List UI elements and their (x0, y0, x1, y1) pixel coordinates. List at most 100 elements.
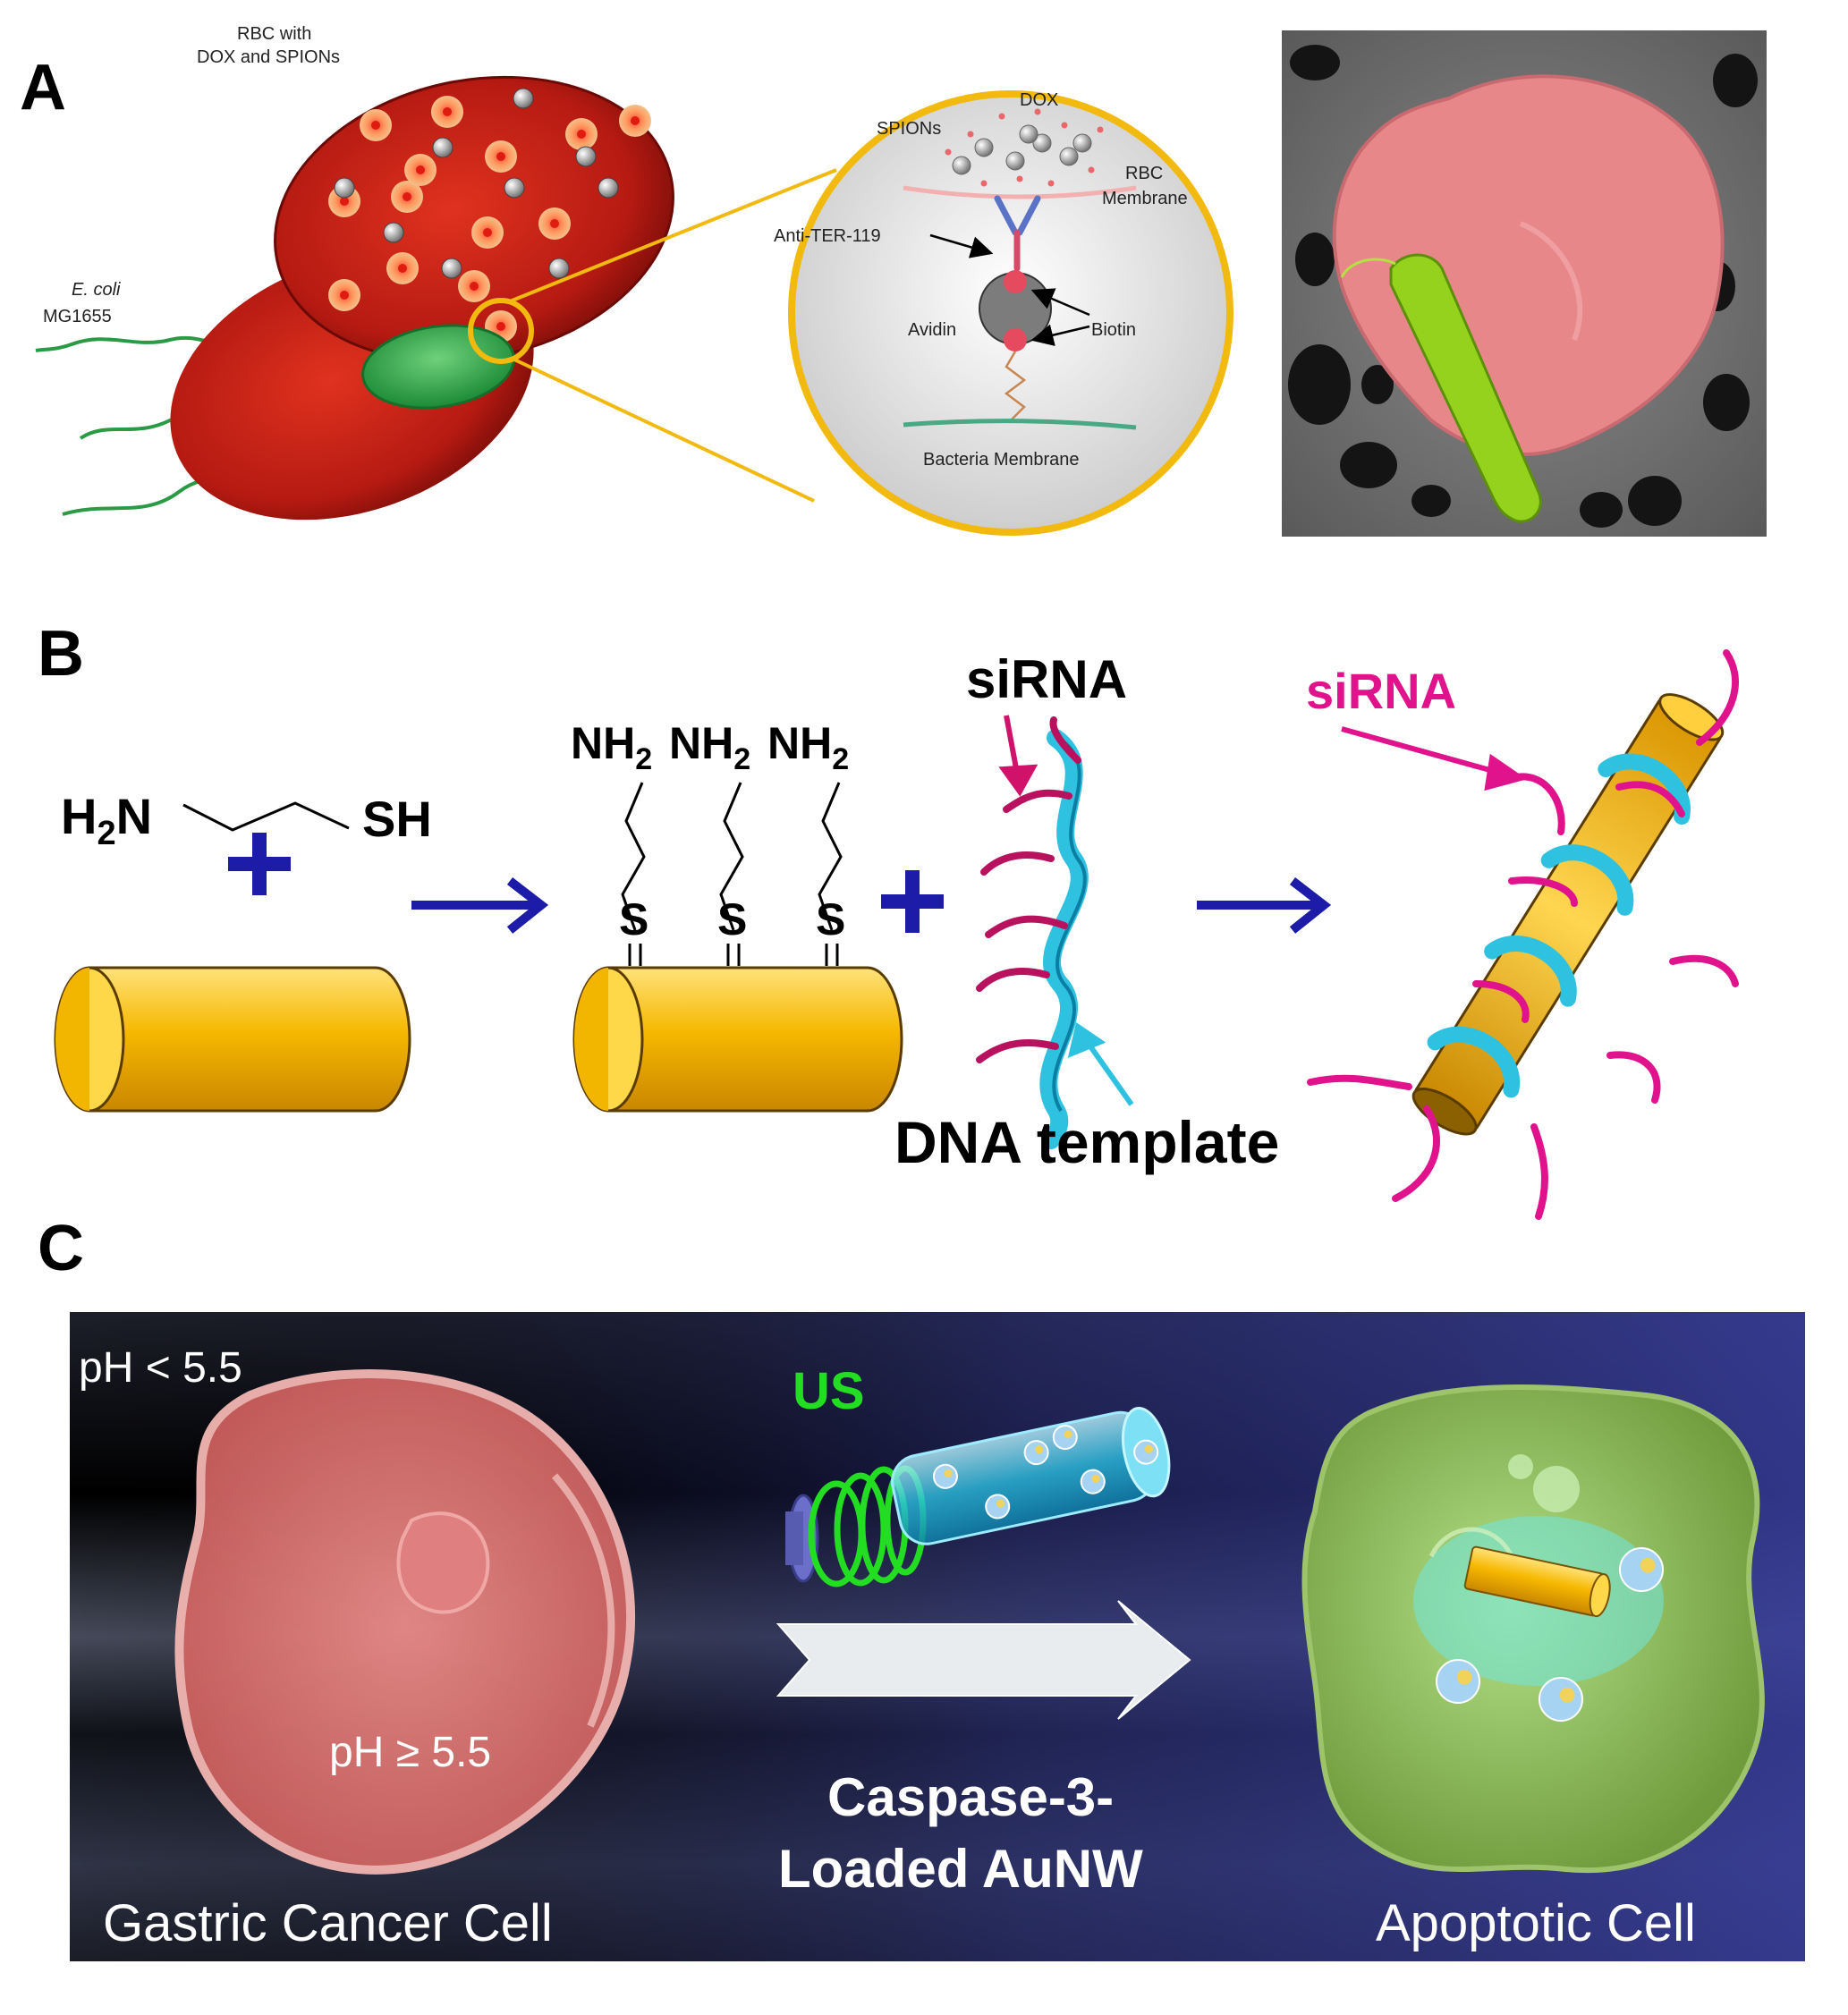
biotin-top (1004, 270, 1027, 293)
inset-rbc-membrane-1: RBC (1125, 164, 1163, 183)
sirna-strand (1049, 716, 1081, 764)
biotin-bottom (1004, 328, 1027, 351)
ultrasound-label: US (793, 1362, 865, 1420)
dox-core (577, 130, 586, 139)
sirna-tail (1472, 980, 1530, 1023)
panel-b-letter: B (38, 618, 84, 690)
inset-spions: SPIONs (877, 119, 941, 139)
dox-core (398, 264, 407, 273)
sirna-strand (976, 1038, 1059, 1063)
inset-bacteria-membrane: Bacteria Membrane (923, 450, 1080, 470)
dox-core (496, 322, 505, 331)
sirna-loaded-nanowire (1307, 649, 1739, 1220)
ligand-chain (719, 782, 744, 931)
caspase-core (1640, 1557, 1656, 1573)
gold-nanowire-1 (54, 966, 411, 1113)
inset-zoom: DOX SPIONs RBC Membrane Anti-TER-119 Avi… (774, 90, 1233, 536)
caspase-protein (1539, 1677, 1583, 1722)
caspase-label-1: Caspase-3- (827, 1767, 1114, 1827)
sem-pore (1713, 54, 1758, 107)
sirna-tail (1669, 954, 1739, 987)
ecoli-label-1: E. coli (72, 280, 121, 300)
dox-core (340, 291, 349, 300)
caspase-core (944, 1469, 953, 1478)
arrow-step-2 (1197, 877, 1332, 934)
sem-pore (1290, 45, 1340, 80)
sem-pore (1580, 492, 1623, 528)
dox-core (403, 192, 411, 201)
inset-dox: DOX (1020, 90, 1058, 110)
sirna-tail (1615, 781, 1685, 817)
dna-wrap (1598, 753, 1691, 825)
inset-spion (974, 138, 994, 157)
sem-pore (1411, 485, 1451, 517)
inset-dox-dot (945, 148, 952, 156)
caspase-core (1559, 1687, 1575, 1703)
sem-pore (1288, 344, 1351, 425)
ligand-chain (621, 782, 646, 931)
spion-particle (575, 146, 597, 167)
spion-particle (548, 258, 570, 279)
dox-core (371, 121, 380, 130)
caspase-core (996, 1499, 1005, 1508)
svg-text:H2N: H2N (61, 788, 152, 852)
spion-particle (513, 88, 534, 109)
spion-particle (504, 177, 525, 199)
plus-sign-1 (228, 833, 291, 895)
inset-dox-dot (998, 113, 1005, 120)
sirna-pointer-2 (1341, 726, 1528, 792)
dna-template-strand (976, 716, 1089, 1149)
dna-template-label: DNA template (894, 1109, 1279, 1175)
spion-particle (441, 258, 462, 279)
inset-dox-dot (1016, 175, 1023, 182)
amine-label: NH2 (669, 718, 750, 776)
sulfur-label: S (816, 894, 845, 944)
inset-biotin: Biotin (1091, 320, 1136, 340)
inset-rbc-membrane-2: Membrane (1102, 189, 1188, 208)
inset-dox-dot (980, 180, 988, 187)
sem-pore (1361, 365, 1394, 404)
sirna-strand (976, 967, 1050, 992)
caspase-core (1035, 1445, 1044, 1454)
caspase-loaded-tube (891, 1406, 1171, 1545)
inset-spion (1005, 151, 1025, 171)
dox-core (631, 116, 640, 125)
cysteamine: H2N SH (61, 788, 432, 852)
spion-particle (432, 137, 454, 158)
inset-dox-dot (1047, 180, 1055, 187)
dox-core (496, 152, 505, 161)
inset-particles (945, 108, 1104, 187)
sem-pore (1295, 233, 1335, 286)
caspase-label-2: Loaded AuNW (778, 1839, 1143, 1899)
us-wave (834, 1472, 887, 1587)
panel-c: C pH < 5.5 pH ≥ 5.5 Gastric Cancer Cell … (38, 1213, 1805, 1961)
caspase-core (1064, 1430, 1072, 1439)
dox-core (443, 107, 452, 116)
caspase-core (1456, 1669, 1472, 1685)
inset-antibody: Anti-TER-119 (774, 226, 881, 246)
sirna-tail (1530, 1123, 1548, 1220)
inset-avidin: Avidin (908, 320, 956, 340)
rbc-payload (328, 88, 651, 343)
sem-pore (1340, 442, 1397, 488)
spion-particle (383, 222, 404, 243)
panel-a-letter: A (20, 52, 66, 123)
sirna-tail (1392, 1105, 1440, 1202)
process-arrow (776, 1600, 1191, 1720)
rbc-label-2: DOX and SPIONs (197, 47, 340, 67)
dna-wraps (1427, 753, 1691, 1098)
inset-dox-dot (1088, 166, 1095, 174)
caspase-protein (1619, 1547, 1664, 1592)
dox-core (483, 228, 492, 237)
dna-wrap (1540, 844, 1634, 916)
spion-particle (334, 177, 355, 199)
antibody (994, 195, 1041, 272)
sem-pore (1703, 374, 1750, 431)
sirna-pointer-1 (998, 715, 1038, 797)
caspase-core (1091, 1474, 1100, 1483)
thiol-label: SH (362, 791, 432, 847)
